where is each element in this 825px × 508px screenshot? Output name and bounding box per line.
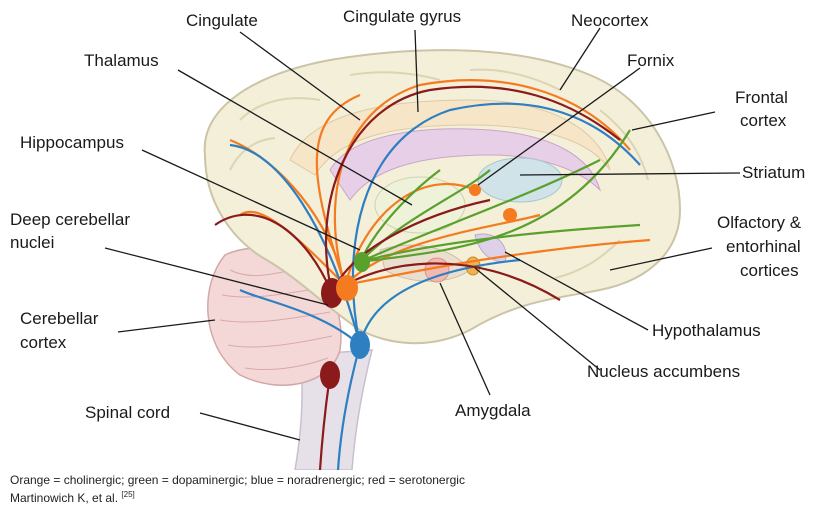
- label-amygdala: Amygdala: [455, 401, 531, 420]
- orange-terminal-2: [503, 208, 517, 222]
- label-olfactory-line2: entorhinal: [726, 237, 801, 256]
- label-deep-cerebellar-nuclei-line2: nuclei: [10, 233, 54, 252]
- citation-caption: Martinowich K, et al. [25]: [10, 490, 135, 505]
- label-neocortex: Neocortex: [571, 11, 649, 30]
- label-hypothalamus: Hypothalamus: [652, 321, 761, 340]
- label-nucleus-accumbens: Nucleus accumbens: [587, 362, 740, 381]
- label-frontal-cortex-line2: cortex: [740, 111, 787, 130]
- label-olfactory-line1: Olfactory &: [717, 213, 802, 232]
- label-spinal-cord: Spinal cord: [85, 403, 170, 422]
- label-hippocampus: Hippocampus: [20, 133, 124, 152]
- cholinergic-nucleus: [336, 275, 358, 301]
- label-cerebellar-cortex-line1: Cerebellar: [20, 309, 99, 328]
- label-frontal-cortex-line1: Frontal: [735, 88, 788, 107]
- label-cingulate-gyrus: Cingulate gyrus: [343, 7, 461, 26]
- serotonergic-nucleus-lower: [320, 361, 340, 389]
- label-deep-cerebellar-nuclei-line1: Deep cerebellar: [10, 210, 130, 229]
- citation-ref: [25]: [121, 490, 134, 499]
- label-cerebellar-cortex-line2: cortex: [20, 333, 67, 352]
- label-olfactory-line3: cortices: [740, 261, 799, 280]
- orange-terminal-1: [469, 184, 481, 196]
- label-striatum: Striatum: [742, 163, 805, 182]
- label-thalamus: Thalamus: [84, 51, 159, 70]
- brain-neurotransmitter-diagram: Cingulate Cingulate gyrus Neocortex Thal…: [0, 0, 825, 470]
- color-legend-caption: Orange = cholinergic; green = dopaminerg…: [10, 473, 465, 487]
- label-fornix: Fornix: [627, 51, 675, 70]
- label-cingulate: Cingulate: [186, 11, 258, 30]
- dopaminergic-nucleus: [354, 252, 370, 272]
- noradrenergic-nucleus: [350, 331, 370, 359]
- citation-text: Martinowich K, et al.: [10, 491, 118, 505]
